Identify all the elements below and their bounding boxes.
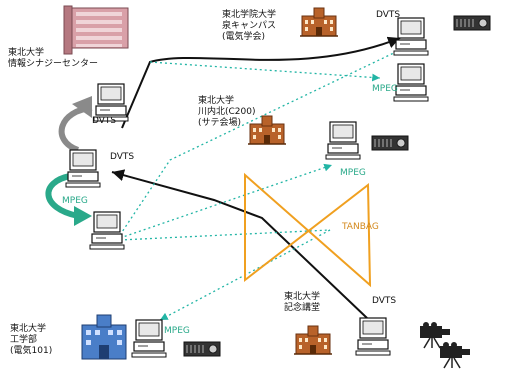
- gakuin-label-line1: 東北学院大学: [222, 10, 277, 20]
- center-label: 東北大学 情報シナジーセンター: [8, 48, 98, 70]
- computer-icon: [355, 317, 391, 356]
- building-icon: [81, 314, 127, 360]
- protocol-label: MPEG: [340, 168, 366, 178]
- protocol-label: MPEG: [372, 84, 398, 94]
- projector-icon: [183, 341, 221, 357]
- kinenkan-label-line2: 記念講堂: [284, 303, 321, 313]
- tanbag-bowtie: [244, 172, 372, 288]
- computer-icon: [325, 121, 361, 160]
- building-icon: [63, 5, 129, 55]
- kogakubu-label-line2: 工学部: [10, 335, 38, 345]
- video-camera-icon: [439, 341, 471, 369]
- gakuin-label-line2: 泉キャンパス: [222, 21, 277, 31]
- kawauchi-label-line1: 東北大学: [198, 96, 235, 106]
- kinenkan-label-line1: 東北大学: [284, 292, 321, 302]
- kawauchi-label-line3: (サテ会場): [198, 118, 242, 128]
- computer-icon: [89, 211, 125, 250]
- kogakubu-label-line3: (電気101): [10, 346, 53, 356]
- loop-arrow-green: [45, 173, 79, 219]
- computer-icon: [393, 17, 429, 56]
- gakuin-label-line3: (電気学会): [222, 32, 266, 42]
- building-icon: [293, 325, 333, 355]
- kawauchi-label-line2: 川内北(C200): [198, 107, 256, 117]
- kawauchi-label: 東北大学 川内北(C200) (サテ会場): [198, 96, 256, 129]
- kinenkan-label: 東北大学 記念講堂: [284, 292, 320, 314]
- protocol-label: DVTS: [110, 152, 135, 162]
- projector-icon: [371, 135, 409, 151]
- gakuin-label: 東北学院大学 泉キャンパス (電気学会): [222, 10, 276, 43]
- center-label-line2: 情報シナジーセンター: [8, 59, 99, 69]
- protocol-label: MPEG: [164, 326, 190, 336]
- protocol-label: MPEG: [62, 196, 88, 206]
- center-label-line1: 東北大学: [8, 48, 45, 58]
- building-icon: [299, 7, 339, 37]
- computer-icon: [131, 319, 167, 358]
- kogakubu-label: 東北大学 工学部 (電気101): [10, 324, 52, 357]
- protocol-label: DVTS: [372, 296, 397, 306]
- protocol-label: DVTS: [92, 116, 117, 126]
- protocol-label: TANBAG: [342, 222, 379, 232]
- computer-icon: [393, 63, 429, 102]
- projector-icon: [453, 15, 491, 31]
- kogakubu-label-line1: 東北大学: [10, 324, 47, 334]
- protocol-label: DVTS: [376, 10, 401, 20]
- computer-icon: [65, 149, 101, 188]
